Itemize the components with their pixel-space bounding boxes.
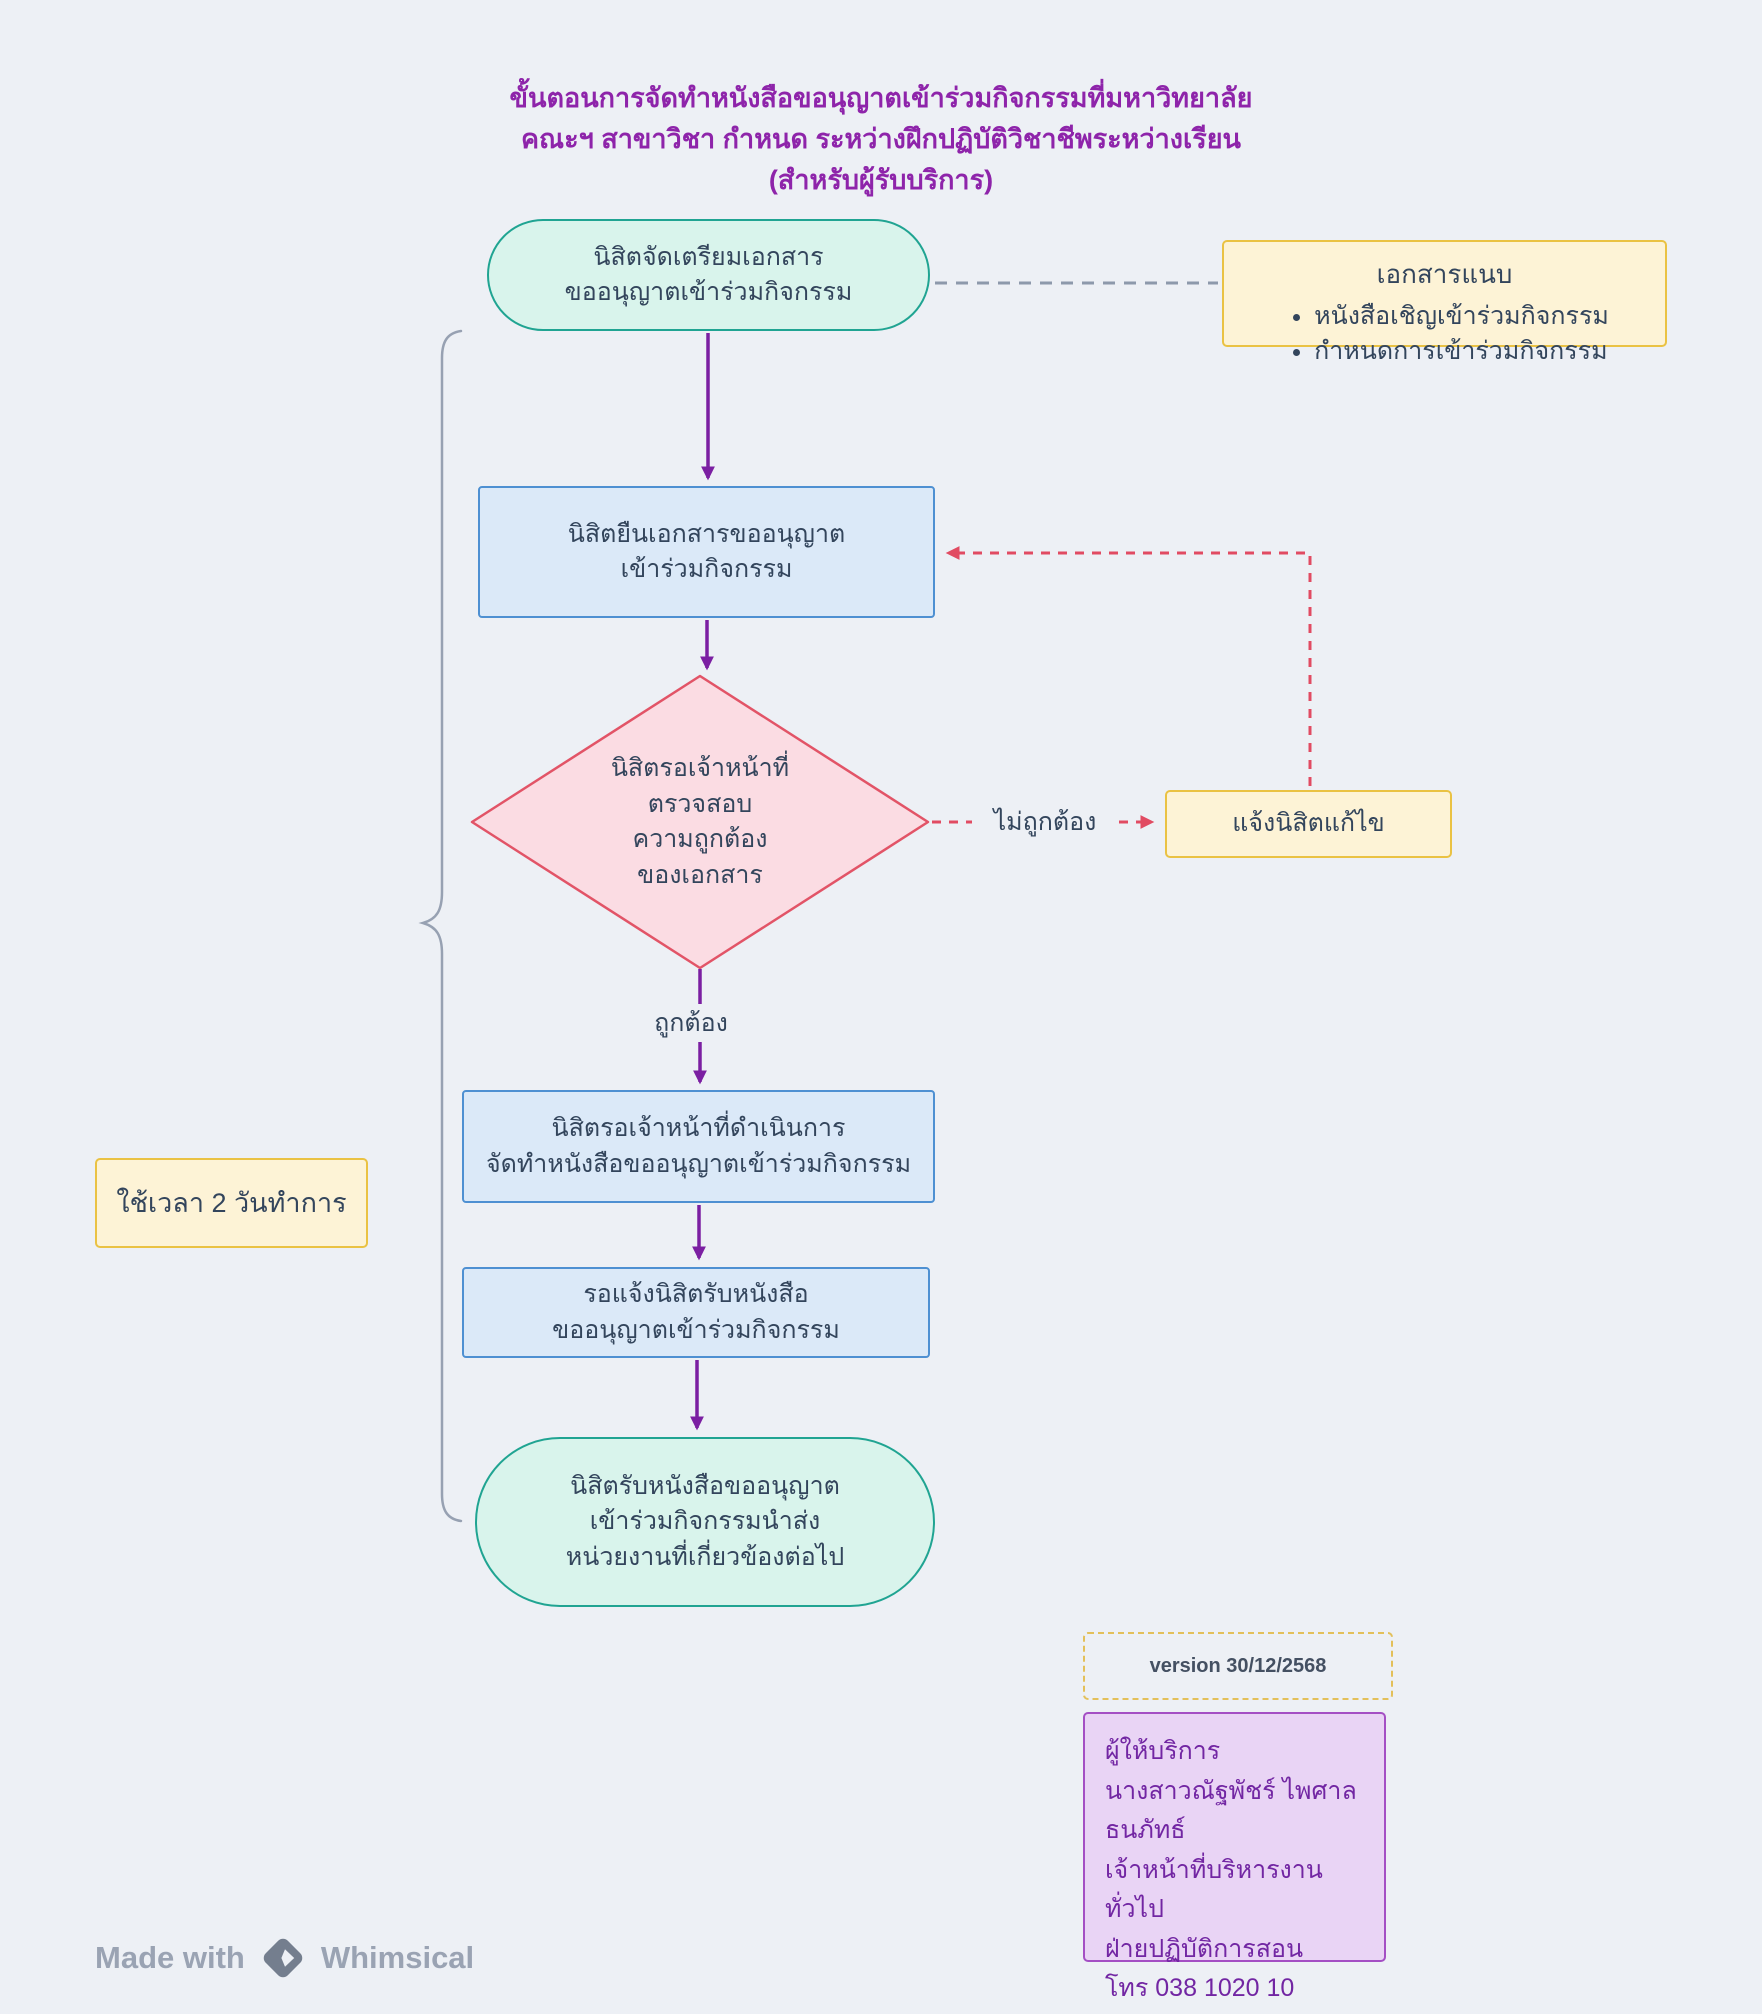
- node-wait-pickup: รอแจ้งนิสิตรับหนังสือ ขออนุญาตเข้าร่วมกิ…: [462, 1267, 930, 1358]
- edge-label-correct: ถูกต้อง: [632, 1004, 750, 1042]
- page-title-line3: (สำหรับผู้รับบริการ): [768, 165, 994, 195]
- attachment-item: หนังสือเชิญเข้าร่วมกิจกรรม: [1314, 299, 1609, 334]
- whimsical-brand[interactable]: Whimsical: [320, 1940, 475, 1975]
- node-receive-letter: นิสิตรับหนังสือขออนุญาต เข้าร่วมกิจกรรมน…: [475, 1437, 935, 1607]
- whimsical-diamond-icon[interactable]: [259, 1934, 307, 1982]
- attachment-item: กำหนดการเข้าร่วมกิจกรรม: [1314, 334, 1609, 369]
- decision-check-documents: นิสิตรอเจ้าหน้าที่ ตรวจสอบ ความถูกต้อง ข…: [610, 754, 790, 889]
- node-submit-documents: นิสิตยืนเอกสารขออนุญาต เข้าร่วมกิจกรรม: [478, 486, 935, 618]
- version-box: version 30/12/2568: [1083, 1632, 1393, 1700]
- duration-note: ใช้เวลา 2 วันทำการ: [95, 1158, 368, 1248]
- node-notify-fix: แจ้งนิสิตแก้ไข: [1165, 790, 1452, 858]
- attachments-title: เอกสารแนบ: [1376, 259, 1513, 289]
- attachments-note: เอกสารแนบ หนังสือเชิญเข้าร่วมกิจกรรม กำห…: [1222, 240, 1667, 365]
- node-process-letter: นิสิตรอเจ้าหน้าที่ดำเนินการ จัดทำหนังสือ…: [462, 1090, 935, 1203]
- page-title: ขั้นตอนการจัดทำหนังสือขอนุญาตเข้าร่วมกิจ…: [0, 78, 1762, 201]
- provider-box: ผู้ให้บริการ นางสาวณัฐพัชร์ ไพศาลธนภัทธ์…: [1083, 1712, 1386, 2002]
- page-title-line1: ขั้นตอนการจัดทำหนังสือขอนุญาตเข้าร่วมกิจ…: [509, 83, 1253, 113]
- node-prepare-documents: นิสิตจัดเตรียมเอกสาร ขออนุญาตเข้าร่วมกิจ…: [487, 219, 930, 331]
- duration-brace: [418, 329, 463, 1523]
- made-with-label: Made with: [95, 1940, 245, 1975]
- edge-label-incorrect: ไม่ถูกต้อง: [972, 802, 1118, 842]
- attachments-list: หนังสือเชิญเข้าร่วมกิจกรรม กำหนดการเข้าร…: [1280, 299, 1609, 369]
- arrow-fix-back-to-submit-dashed: [945, 546, 1312, 786]
- footer-made-with: Made with Whimsical: [95, 1934, 474, 1982]
- page-title-line2: คณะฯ สาขาวิชา กำหนด ระหว่างฝึกปฏิบัติวิช…: [521, 124, 1241, 154]
